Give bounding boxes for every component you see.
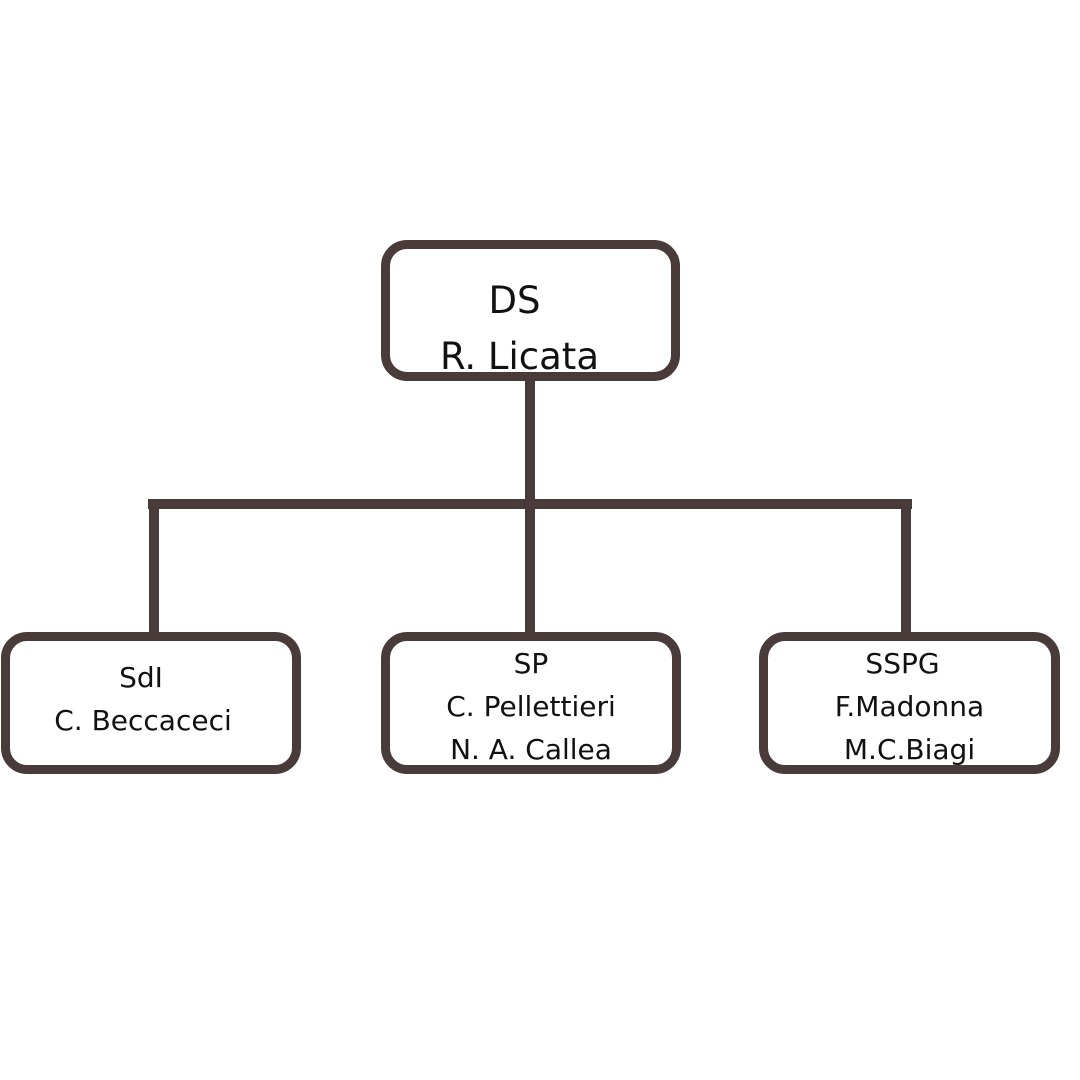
node-name: C. Beccaceci [54, 704, 232, 737]
node-name: C. Pellettieri [446, 690, 616, 723]
node-name: N. A. Callea [450, 733, 612, 766]
node-role: SP [513, 647, 549, 680]
node-role: SSPG [865, 647, 940, 680]
node-name: F.Madonna [834, 690, 985, 723]
node-role: DS [488, 279, 541, 322]
node-name: M.C.Biagi [843, 733, 976, 766]
child-node-sdi: SdI C. Beccaceci [1, 632, 301, 774]
node-role: SdI [119, 661, 163, 694]
child-node-sp: SP C. Pellettieri N. A. Callea [381, 632, 681, 774]
child-node-sspg: SSPG F.Madonna M.C.Biagi [759, 632, 1060, 774]
node-name: R. Licata [439, 335, 599, 378]
root-node: DS R. Licata [381, 240, 680, 381]
